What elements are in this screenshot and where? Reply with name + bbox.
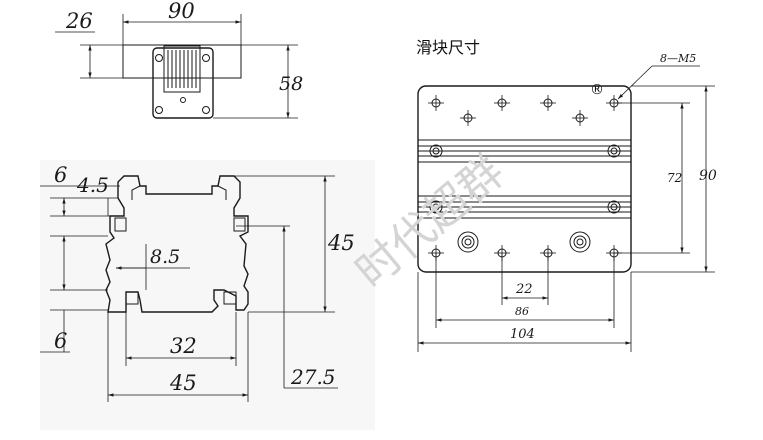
dim-27-5-label: 27.5: [290, 365, 336, 389]
dim-6-top-label: 6: [54, 163, 67, 187]
screw-icon: [155, 54, 163, 62]
comb-teeth: [167, 50, 197, 88]
dim-4-5-label: 4.5: [76, 173, 109, 197]
screw-icon: [202, 106, 210, 114]
registered-mark: ®: [590, 82, 604, 98]
dim-32-label: 32: [170, 334, 197, 358]
dim-45-height-label: 45: [327, 231, 355, 255]
dim-58-label: 58: [279, 73, 303, 95]
bolt-icon: [457, 231, 479, 253]
rail-groove-bottom: [418, 195, 631, 219]
slider-plate: [417, 85, 632, 273]
profile-view: 6 4.5 6 8.5 45 27.5 32 45: [40, 163, 355, 402]
screw-icon: [155, 106, 163, 114]
hole-spec-label: 8—M5: [660, 52, 696, 65]
dim-86-label: 86: [515, 305, 529, 318]
dim-72-label: 72: [667, 171, 682, 185]
dim-26-label: 26: [65, 9, 93, 33]
bolt-icon: [569, 231, 591, 253]
dim-45-width-label: 45: [169, 371, 197, 395]
m5-hole-icon: [460, 110, 476, 126]
top-view: 90 26 58: [55, 0, 303, 119]
m5-hole-icon: [540, 95, 556, 111]
m5-hole-icon: [572, 110, 588, 126]
slider-plate-view: 滑块尺寸 ®: [416, 38, 717, 352]
m5-hole-icon: [494, 95, 510, 111]
screw-icon: [202, 54, 210, 62]
page-title: 滑块尺寸: [416, 38, 480, 57]
dim-90-plate-label: 90: [699, 168, 717, 184]
rail-groove-top: [418, 139, 631, 163]
dim-6-bottom-label: 6: [54, 329, 67, 353]
profile-background: [40, 160, 375, 430]
m5-hole-icon: [428, 95, 444, 111]
dim-90-label: 90: [168, 0, 195, 23]
dim-8-5-label: 8.5: [150, 246, 180, 268]
dim-22-label: 22: [515, 282, 533, 297]
dim-104-label: 104: [510, 327, 535, 342]
